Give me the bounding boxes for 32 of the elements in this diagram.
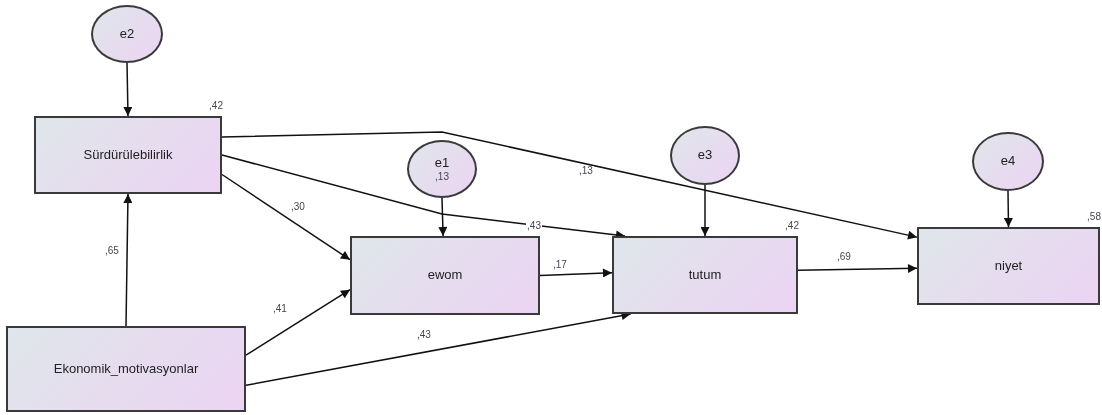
edge-label: ,41 [272, 304, 288, 314]
r-squared-label: ,42 [208, 100, 224, 112]
path-arrow [1003, 190, 1013, 228]
variable-label: Sürdürülebilirlik [83, 147, 173, 163]
edge-label: ,13 [578, 166, 594, 176]
r-squared-label: ,42 [784, 220, 800, 232]
variable-box [6, 326, 246, 412]
edge-label: ,30 [290, 202, 306, 212]
error-term-label: e1 [434, 156, 450, 171]
variable-label: ewom [427, 268, 463, 283]
path-arrow [700, 184, 710, 237]
error-term-label: e4 [1000, 154, 1016, 169]
error-term-label: e2 [119, 26, 135, 42]
path-arrow [438, 197, 448, 237]
coefficient-label: ,13 [435, 170, 449, 182]
path-arrow [539, 268, 613, 278]
r-squared-label: ,58 [1086, 211, 1102, 223]
edge-label: ,17 [552, 260, 568, 270]
edge-label: ,69 [836, 252, 852, 262]
path-arrow [221, 173, 351, 261]
variable-label: tutum [688, 267, 722, 283]
variable-label: Ekonomik_motivasyonlar [53, 361, 199, 377]
path-arrow [123, 62, 133, 117]
edge-label: ,65 [104, 246, 120, 256]
r-squared-label: ,43 [526, 220, 542, 232]
variable-label: niyet [994, 258, 1023, 274]
path-arrow [221, 131, 918, 240]
path-arrow [797, 264, 918, 273]
error-term-label: e3 [697, 148, 713, 163]
path-arrow [123, 193, 133, 327]
path-arrow [245, 288, 351, 356]
edge-label: ,43 [416, 330, 432, 340]
